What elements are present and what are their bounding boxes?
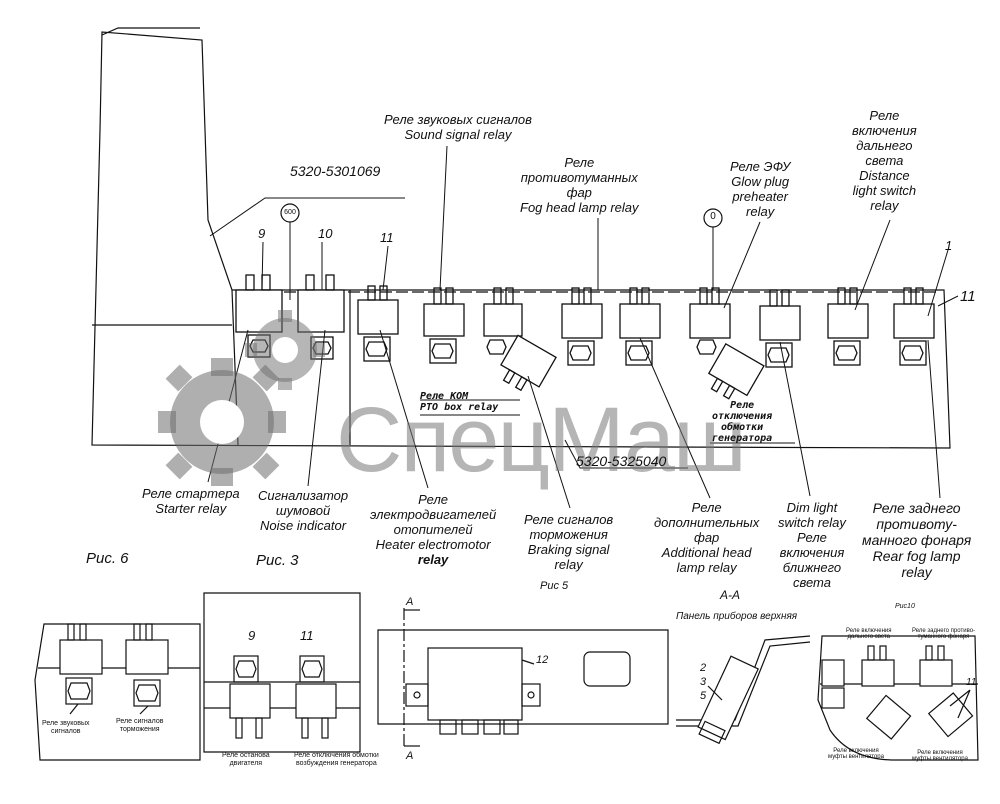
section-marker-a-top: А <box>406 596 414 608</box>
callout-600: 600 <box>284 209 296 216</box>
inset-fig6 <box>34 623 201 761</box>
item-11-a: 11 <box>380 230 394 245</box>
item-10: 10 <box>318 226 333 241</box>
relay-row <box>235 274 935 400</box>
part-number-middle: 5320-5325040 <box>576 453 667 469</box>
section-marker-a-bottom: А <box>406 750 414 762</box>
section-item-5: 5 <box>700 690 707 702</box>
inset-section-aa <box>676 635 811 745</box>
part-number-top: 5320-5301069 <box>290 163 381 179</box>
section-aa-title: А-А <box>720 588 741 602</box>
figure-3-title: Рис. 3 <box>256 552 299 569</box>
item-9: 9 <box>258 226 266 241</box>
fig5-item-12: 12 <box>536 654 549 666</box>
section-item-3: 3 <box>700 676 707 688</box>
figure-6-title: Рис. 6 <box>86 550 129 567</box>
callout-0: 0 <box>710 211 716 222</box>
watermark-gear <box>158 310 325 486</box>
section-caption-panel: Панель приборов верхняя <box>676 611 798 622</box>
fig10-caption-rear-fog: Реле заднего противо-туманного фонаря <box>912 628 976 640</box>
item-1: 1 <box>945 238 953 253</box>
inset-fig3 <box>203 592 361 753</box>
section-item-2: 2 <box>700 662 707 674</box>
figure-10-title: Рис10 <box>895 603 915 610</box>
inset-fig10 <box>817 635 979 761</box>
figure-5-title: Рис 5 <box>540 580 569 592</box>
item-11-b: 11 <box>960 288 976 305</box>
fig3-item-9: 9 <box>248 628 256 643</box>
inset-fig5 <box>377 608 669 748</box>
watermark-text: СпецМаш <box>336 389 747 491</box>
cab-outline <box>91 27 951 449</box>
fig10-item-11: 11 <box>966 677 977 688</box>
fig3-item-11: 11 <box>300 628 314 643</box>
